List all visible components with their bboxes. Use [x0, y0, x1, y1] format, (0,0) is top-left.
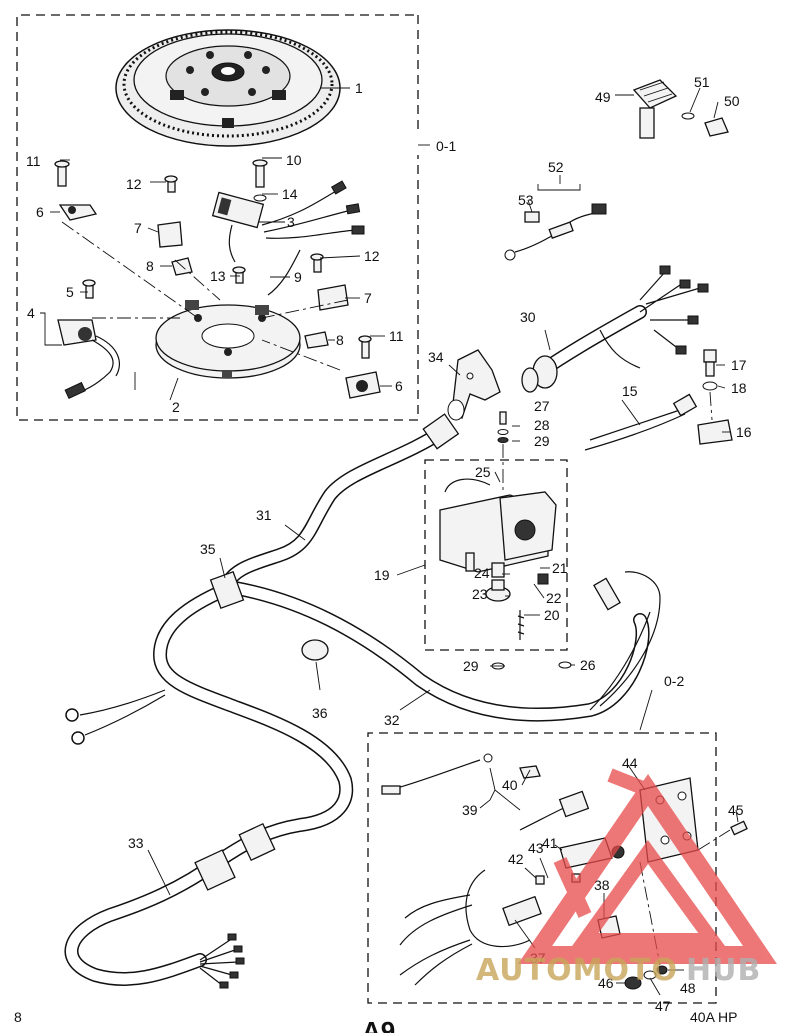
callout-9: 9 — [294, 269, 302, 285]
callout-48: 48 — [680, 980, 696, 996]
callout-11a: 11 — [26, 153, 41, 169]
callout-12a: 12 — [126, 176, 142, 192]
connector-49 — [632, 79, 729, 139]
callout-35: 35 — [200, 541, 216, 557]
callout-8b: 8 — [336, 332, 344, 348]
group-label-o1: 0-1 — [436, 138, 456, 154]
callout-21: 21 — [552, 560, 568, 576]
callout-11b: 11 — [389, 328, 404, 344]
callout-49: 49 — [595, 89, 611, 105]
trigger-parts — [58, 204, 381, 399]
screws-o1 — [54, 159, 372, 359]
callout-42: 42 — [508, 851, 524, 867]
group-box-o1 — [16, 14, 419, 421]
callout-20: 20 — [544, 607, 560, 623]
harness-31 — [218, 413, 460, 597]
callout-28: 28 — [534, 417, 550, 433]
coil-3 — [211, 191, 265, 263]
callout-14: 14 — [282, 186, 298, 202]
clamp-35 — [209, 570, 245, 610]
bolt-17-16 — [697, 349, 733, 445]
watermark-logo — [517, 768, 777, 964]
sensor-4 — [57, 319, 120, 399]
callout-46: 46 — [598, 975, 614, 991]
screws-27-29 — [491, 411, 572, 670]
callout-44: 44 — [622, 755, 638, 771]
watermark-text-main: AUTOMOTO — [476, 953, 678, 988]
o1-dashed-guides — [61, 221, 349, 390]
callout-29b: 29 — [463, 658, 479, 674]
callout-23: 23 — [472, 586, 488, 602]
callout-4: 4 — [27, 305, 35, 321]
fuse-52 — [504, 175, 607, 261]
callout-34: 34 — [428, 349, 444, 365]
callout-52: 52 — [548, 159, 564, 175]
callout-38: 38 — [594, 877, 610, 893]
watermark-text: AUTOMOTO HUB — [476, 953, 761, 988]
callout-18: 18 — [731, 380, 747, 396]
page-number: A9 — [362, 1016, 395, 1033]
callout-12b: 12 — [364, 248, 380, 264]
callout-labels: 1 2 3 4 5 6 6 7 7 8 8 9 10 11 11 12 12 1… — [26, 74, 752, 1014]
callout-41: 41 — [542, 835, 558, 851]
callout-7b: 7 — [364, 290, 372, 306]
callout-22: 22 — [546, 590, 562, 606]
flywheel — [115, 29, 341, 147]
callout-40: 40 — [502, 777, 518, 793]
callout-43: 43 — [528, 840, 544, 856]
harness-33 — [64, 583, 354, 989]
callout-39: 39 — [462, 802, 478, 818]
callout-13: 13 — [210, 268, 226, 284]
callout-10: 10 — [286, 152, 302, 168]
callout-51: 51 — [694, 74, 710, 90]
bracket-34 — [447, 349, 501, 421]
plug-wire-15 — [584, 393, 698, 451]
callout-53: 53 — [518, 192, 534, 208]
callout-27: 27 — [534, 398, 550, 414]
footer-left: 8 — [14, 1009, 22, 1025]
harness-32 — [228, 571, 661, 722]
callout-17: 17 — [731, 357, 747, 373]
callout-2: 2 — [172, 399, 180, 415]
footer-right: 40A HP — [690, 1009, 737, 1025]
callout-47: 47 — [655, 998, 671, 1014]
callout-5: 5 — [66, 284, 74, 300]
callout-29a: 29 — [534, 433, 550, 449]
callout-33: 33 — [128, 835, 144, 851]
callout-3: 3 — [287, 214, 295, 230]
callout-32: 32 — [384, 712, 400, 728]
callout-36: 36 — [312, 705, 328, 721]
grommet-36 — [301, 639, 329, 661]
callout-19: 19 — [374, 567, 390, 583]
callout-1: 1 — [355, 80, 363, 96]
callout-8a: 8 — [146, 258, 154, 274]
callout-16: 16 — [736, 424, 752, 440]
callout-6a: 6 — [36, 204, 44, 220]
callout-25: 25 — [475, 464, 491, 480]
callout-26: 26 — [580, 657, 596, 673]
ground-leads — [65, 689, 166, 745]
group-box-o2 — [367, 732, 717, 1004]
callout-6b: 6 — [395, 378, 403, 394]
callout-24: 24 — [474, 565, 490, 581]
callout-50: 50 — [724, 93, 740, 109]
wires-9 — [261, 180, 365, 296]
callout-31: 31 — [256, 507, 272, 523]
callout-30: 30 — [520, 309, 536, 325]
callout-45: 45 — [728, 802, 744, 818]
harness-30 — [521, 265, 709, 393]
callout-15: 15 — [622, 383, 638, 399]
stator-plate — [155, 300, 301, 379]
callout-7a: 7 — [134, 220, 142, 236]
solenoid-19 — [439, 478, 557, 640]
group-label-o2: 0-2 — [664, 673, 684, 689]
leader-lines — [40, 87, 739, 996]
watermark-text-hub: HUB — [686, 953, 761, 988]
